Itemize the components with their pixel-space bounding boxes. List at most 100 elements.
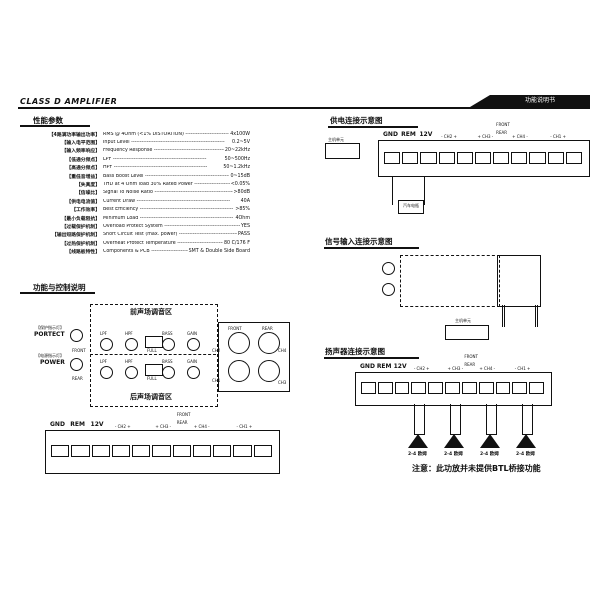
terminal-slot[interactable] <box>474 151 492 164</box>
terminal-slot[interactable] <box>565 151 582 164</box>
signal-diagram-title: 信号输入连接示意图 <box>325 237 393 246</box>
knob-gain-front[interactable] <box>187 338 200 351</box>
head-unit-icon <box>325 143 360 159</box>
header-tab: 功能说明书 <box>490 95 590 107</box>
knob-label: LPF <box>100 331 107 336</box>
knob-label: BASS <box>162 331 173 336</box>
speaker-icon <box>480 434 500 448</box>
controls-ch1-label: - CH1 + <box>236 424 253 429</box>
zone-divider <box>90 354 216 355</box>
terminal-slot[interactable] <box>377 382 393 394</box>
spec-name: Minimum Load <box>103 216 234 221</box>
spec-value: >80dB <box>233 190 250 196</box>
terminal-slot[interactable] <box>233 445 252 457</box>
terminal-slot[interactable] <box>132 445 151 457</box>
terminal-slot[interactable] <box>493 151 510 164</box>
btl-note: 注意：此功放并未提供BTL桥接功能 <box>412 464 541 473</box>
terminal-slot[interactable] <box>529 151 546 164</box>
spec-name: Overload Protect System <box>103 224 240 229</box>
power-ch2-label: - CH2 + <box>441 134 457 139</box>
terminal-slot[interactable] <box>51 445 70 457</box>
spec-name: THD at 4 Ohm load 30% Rated Power <box>103 182 230 187</box>
spec-row: 【线路板特性】Components & PCBSMT & Double Side… <box>20 247 250 255</box>
knob-hpf-front[interactable] <box>125 338 138 351</box>
power-underline <box>328 126 418 128</box>
spec-value: PASS <box>238 232 250 238</box>
knob-hpf-rear[interactable] <box>125 366 138 379</box>
terminal-slot[interactable] <box>428 382 444 394</box>
knob-bass-front[interactable] <box>162 338 175 351</box>
terminal-slot[interactable] <box>456 151 473 164</box>
terminal-slot[interactable] <box>192 445 212 457</box>
speaker-front-label: FRONT <box>464 354 478 359</box>
knob-label: LPF <box>100 359 107 364</box>
knob-gain-rear[interactable] <box>187 366 200 379</box>
controls-rear-label: REAR <box>176 420 188 425</box>
rca-jack-ch3[interactable] <box>258 360 280 382</box>
crossover-switch[interactable] <box>145 364 163 376</box>
controls-ch2-label: - CH2 + <box>114 424 131 429</box>
terminal-slot[interactable] <box>547 151 564 164</box>
terminal-slot[interactable] <box>213 445 232 457</box>
spec-label: 【工作效率】 <box>71 208 100 214</box>
spec-value: 4x100W <box>230 131 250 137</box>
terminal-slot[interactable] <box>91 445 110 457</box>
terminal-slot[interactable] <box>438 151 455 164</box>
spec-value: >85% <box>235 207 250 213</box>
spec-value: SMT & Double Side Board <box>188 249 250 255</box>
terminal-slot[interactable] <box>253 445 272 457</box>
protect-led-icon <box>70 329 83 342</box>
rear-zone-label: 后声场调音区 <box>130 393 172 401</box>
terminal-slot[interactable] <box>394 382 410 394</box>
spec-name: RMS @ 4Ohm (<1% DISTORTION) <box>103 132 229 137</box>
spec-name: HPF <box>103 165 222 170</box>
terminal-slot[interactable] <box>402 151 419 164</box>
terminal-slot[interactable] <box>152 445 171 457</box>
spec-value: 0~15dB <box>230 173 250 179</box>
signal-head-unit-icon <box>445 325 489 340</box>
terminal-slot[interactable] <box>478 382 494 394</box>
terminal-slot[interactable] <box>512 382 528 394</box>
controls-rem-label: REM <box>70 421 85 428</box>
spec-row: 【4路满功率输出功率】RMS @ 4Ohm (<1% DISTORTION)4x… <box>20 130 250 138</box>
rca-jack-ch4[interactable] <box>258 332 280 354</box>
terminal-slot[interactable] <box>361 382 376 394</box>
knob-bass-rear[interactable] <box>162 366 175 379</box>
power-front-label: FRONT <box>496 122 510 127</box>
gnd-wire <box>392 175 393 205</box>
terminal-slot[interactable] <box>445 382 460 394</box>
rca-cables-icon <box>502 305 538 327</box>
crossover-switch[interactable] <box>145 336 163 348</box>
spec-row: 【过载保护机制】Overload Protect SystemYES <box>20 222 250 230</box>
terminal-slot[interactable] <box>511 151 528 164</box>
terminal-slot[interactable] <box>384 151 401 164</box>
spec-label: 【输入频率响应】 <box>61 149 100 155</box>
header-divider <box>18 107 590 109</box>
speaker-wire <box>450 404 461 435</box>
ch2-label: CH2 <box>212 348 221 353</box>
controls-gnd-label: GND <box>50 421 65 428</box>
spec-label: 【低通分频点】 <box>66 157 100 163</box>
knob-lpf-front[interactable] <box>100 338 113 351</box>
terminal-slot[interactable] <box>111 445 131 457</box>
spec-row: 【高通分频点】HPF50~1.2kHz <box>20 164 250 172</box>
power-rear-label: REAR <box>496 130 507 135</box>
full-label: FULL <box>147 376 157 381</box>
power-terminal-strip <box>378 140 590 177</box>
terminal-slot[interactable] <box>172 445 191 457</box>
spec-name: Components & PCB <box>103 249 188 254</box>
rca-jack-ch2[interactable] <box>228 332 250 354</box>
terminal-slot[interactable] <box>461 382 477 394</box>
spec-value: 80 C/176 F <box>223 240 250 246</box>
knob-lpf-rear[interactable] <box>100 366 113 379</box>
spec-row: 【输入频率响应】Frequency Response20~22kHz <box>20 147 250 155</box>
terminal-slot[interactable] <box>420 151 437 164</box>
terminal-slot[interactable] <box>529 382 544 394</box>
rca-jack-ch1[interactable] <box>228 360 250 382</box>
terminal-slot[interactable] <box>411 382 427 394</box>
terminal-slot[interactable] <box>71 445 90 457</box>
spec-label: 【线路板特性】 <box>66 250 100 256</box>
spec-row: 【重低音增益】Bass Boost Level0~15dB <box>20 172 250 180</box>
rca-front-label: FRONT <box>228 326 242 331</box>
terminal-slot[interactable] <box>495 382 511 394</box>
